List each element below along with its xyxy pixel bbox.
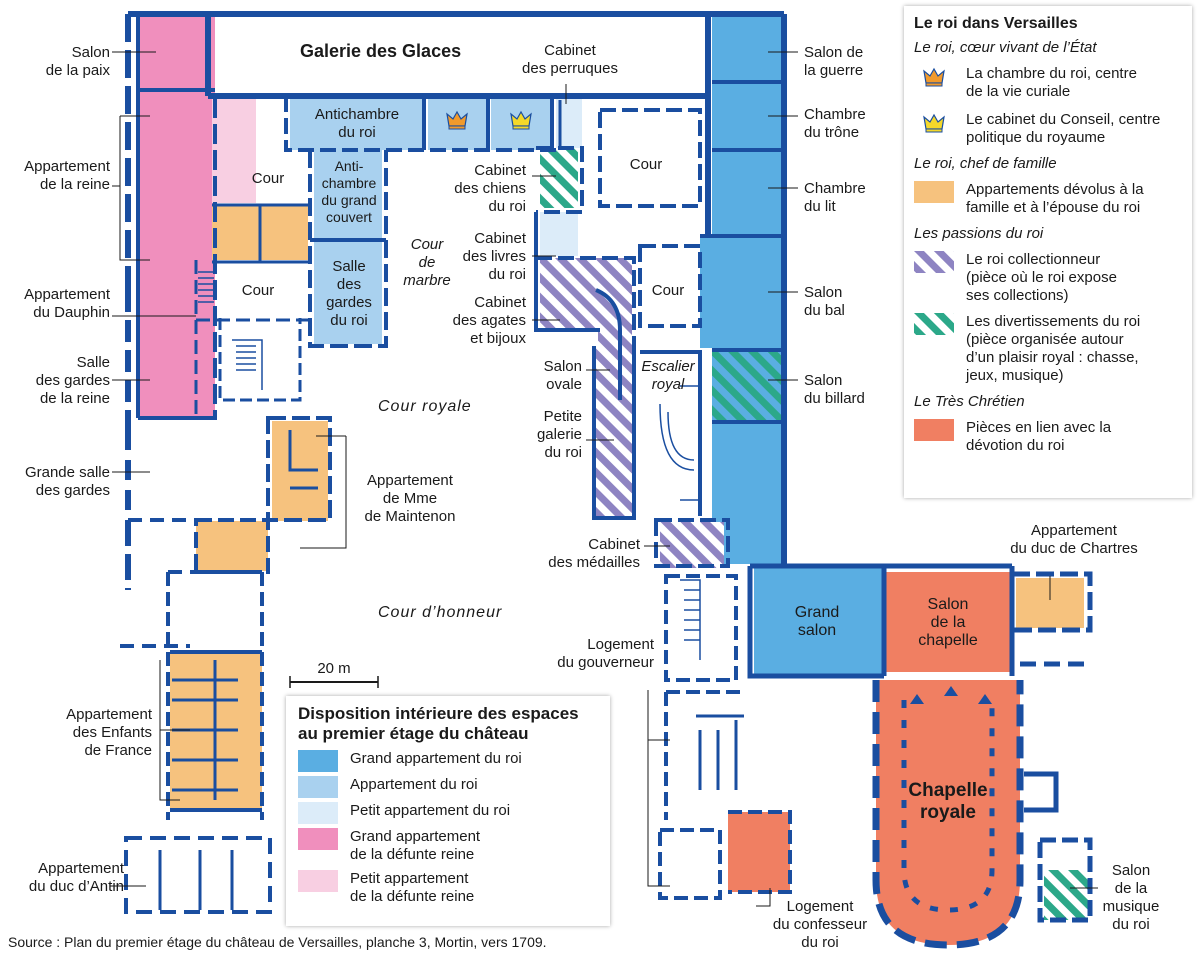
legend-dispo-item-5: Petit appartement de la défunte reine [298, 870, 598, 906]
salon-chapelle-fill [884, 572, 1012, 672]
grand-salon-fill [754, 566, 884, 674]
antichambre-roi-fill [290, 96, 424, 150]
livres-fill [540, 212, 578, 256]
salon-billard-fill [712, 350, 782, 422]
grand-appartement-roi-swatch [298, 750, 338, 772]
source-note: Source : Plan du premier étage du châtea… [8, 934, 547, 950]
confesseur-fill [728, 812, 790, 892]
petite-galerie-fill [596, 346, 632, 516]
crown-icon [923, 114, 945, 133]
cour-honneur-label: Cour d’honneur [378, 604, 503, 621]
legend-dispo-item-2: Appartement du roi [298, 776, 598, 798]
antichambre-grand-couvert-fill [314, 150, 382, 240]
appartement-roi-swatch [298, 776, 338, 798]
medailles-fill [660, 522, 724, 568]
salon-musique-fill [1044, 870, 1090, 920]
chapel-arrows [910, 686, 992, 704]
legend-item-collection: Le roi collectionneur(pièce où le roi ex… [914, 251, 1182, 305]
cour-label-2: Cour [241, 282, 275, 299]
legend-roi-title: Le roi dans Versailles [914, 15, 1078, 32]
divert-swatch [914, 313, 954, 335]
legend-section-tres-chretien: Le Très Chrétien [914, 393, 1025, 410]
cour-label-3: Cour [629, 156, 663, 173]
legend-item-divert: Les divertissements du roi(pièce organis… [914, 313, 1182, 385]
legend-section-passions: Les passions du roi [914, 225, 1044, 242]
scale-label: 20 m [317, 660, 351, 677]
scale-bar [289, 676, 379, 688]
devotion-swatch [914, 419, 954, 441]
salle-gardes-roi-fill [314, 242, 382, 344]
cour-label-1: Cour [251, 170, 285, 187]
galerie-label: Galerie des Glaces [300, 41, 462, 61]
cour-label-4: Cour [651, 282, 685, 299]
legend-section-coeur: Le roi, cœur vivant de l’État [914, 39, 1097, 56]
legend-dispo-item-1: Grand appartement du roi [298, 750, 598, 772]
petit-appartement-reine-fill [212, 98, 256, 203]
walls [120, 11, 1093, 949]
agates-fill [540, 258, 632, 348]
famille-swatch [914, 181, 954, 203]
petit-appartement-reine-swatch [298, 870, 338, 892]
legend-dispo-item-3: Petit appartement du roi [298, 802, 598, 824]
room-fills [138, 16, 1090, 945]
legend-dispo-item-4: Grand appartement de la défunte reine [298, 828, 598, 864]
maintenon-fill-2 [196, 521, 268, 571]
collection-swatch [914, 251, 954, 273]
crown-icon [923, 68, 945, 87]
grand-appartement-reine-fill [138, 16, 215, 418]
cabinet-chiens-fill [540, 148, 578, 208]
cour-royale-label: Cour royale [378, 398, 472, 415]
grand-appartement-reine-swatch [298, 828, 338, 850]
chapelle-fill [876, 680, 1020, 945]
leader-lines [110, 51, 1098, 907]
petit-appartement-roi-swatch [298, 802, 338, 824]
legend-roi: Le roi dans Versailles Le roi, cœur viva… [904, 6, 1192, 498]
legend-section-famille: Le roi, chef de famille [914, 155, 1057, 172]
stairs [198, 271, 701, 660]
